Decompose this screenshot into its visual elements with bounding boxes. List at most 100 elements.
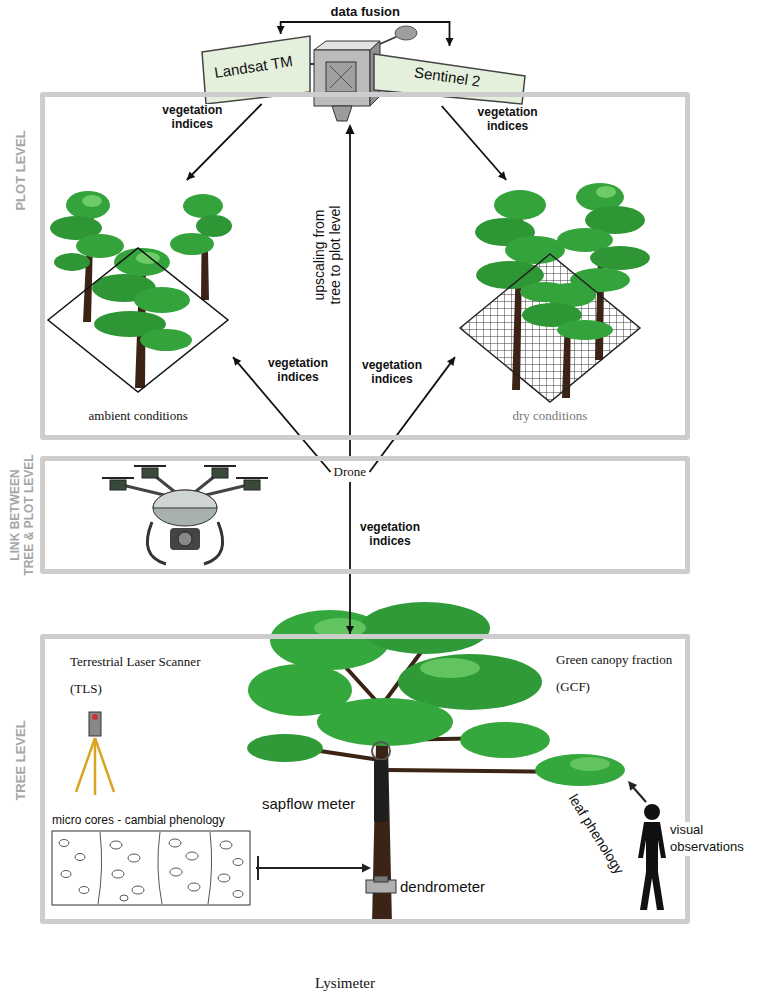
pine-tree — [54, 253, 90, 271]
arrow-head — [447, 357, 455, 366]
satellite-body — [330, 66, 352, 88]
pine-tree — [66, 191, 110, 219]
pine-tree — [114, 248, 170, 276]
edge-label: data fusion — [331, 4, 400, 19]
phenology-arrow — [632, 786, 646, 802]
sapflow-meter — [374, 760, 388, 822]
micro-core-section — [112, 870, 124, 878]
micro-core-section — [233, 891, 243, 898]
micro-core-section — [233, 859, 243, 866]
plot-diamond-outline — [48, 248, 228, 392]
arrow-label: leaf phenology — [565, 791, 627, 877]
level-heading: PLOT LEVEL — [13, 130, 28, 210]
pine-tree — [590, 246, 650, 270]
drone-illustration — [102, 466, 268, 564]
observer-label: visual observations — [670, 822, 750, 856]
study-tree — [570, 757, 610, 771]
sapflow-meter — [372, 742, 390, 760]
edge-label: vegetation indices — [356, 359, 428, 387]
level-heading: LINK BETWEEN TREE & PLOT LEVEL — [8, 453, 36, 577]
laser-scanner — [76, 712, 114, 795]
drone-illustration — [204, 522, 223, 564]
micro-core-section — [110, 841, 122, 849]
drone-illustration — [244, 480, 260, 490]
observer-figure — [644, 804, 660, 820]
phenology-arrow — [628, 781, 646, 802]
drone-illustration — [236, 477, 268, 479]
study-tree — [420, 658, 480, 678]
micro-core-section — [218, 874, 230, 882]
micro-core-section — [220, 841, 232, 849]
micro-core-section — [79, 887, 89, 894]
sample-box: micro cores - cambial phenology — [50, 812, 252, 908]
arrow-head — [498, 171, 506, 180]
drone-illustration — [170, 528, 200, 550]
drone-illustration — [102, 477, 134, 479]
drone-illustration — [142, 468, 158, 478]
study-tree — [360, 602, 490, 654]
study-tree — [317, 698, 453, 746]
micro-core-section — [75, 854, 85, 861]
connector — [346, 482, 354, 634]
satellite-body — [330, 66, 352, 88]
plot-diamond-shape — [455, 180, 660, 426]
level-heading: TREE LEVEL — [13, 720, 28, 800]
sample-label: micro cores - cambial phenology — [52, 813, 225, 827]
pine-tree — [596, 186, 616, 198]
level-panel: LINK BETWEEN TREE & PLOT LEVELDrone — [40, 456, 690, 574]
micro-core-section — [128, 854, 140, 862]
micro-core-section — [98, 832, 212, 904]
level-panel: PLOT LEVELambient conditionsdry conditio… — [40, 92, 690, 440]
study-tree — [247, 602, 625, 924]
study-tree — [247, 734, 323, 762]
instrument-label: sapflow meter — [262, 795, 355, 812]
pine-tree — [134, 287, 190, 313]
pine-tree — [140, 329, 192, 351]
drone-illustration — [110, 480, 126, 490]
observer-figure — [638, 822, 666, 910]
instrument-label: Green canopy fraction (GCF) — [556, 646, 681, 701]
micro-core-section — [120, 895, 128, 901]
edge-label: vegetation indices — [262, 357, 334, 385]
sapflow-meter — [372, 742, 390, 822]
drone-illustration — [153, 490, 217, 526]
pine-tree — [82, 195, 102, 207]
hatched-plot — [460, 254, 640, 402]
arrow-label: upscaling from tree to plot level — [311, 199, 343, 311]
upscaling-arrow — [346, 124, 355, 134]
arrow-head — [346, 626, 354, 634]
plot-label: ambient conditions — [89, 408, 188, 424]
laser-scanner — [76, 738, 95, 792]
micro-core-section — [61, 871, 71, 878]
hatched-plot — [460, 254, 640, 402]
hatched-plot — [460, 254, 640, 402]
arrow-head — [187, 171, 195, 180]
drone-illustration — [134, 465, 166, 467]
dendrometer-band — [374, 876, 388, 882]
lysimeter-label: Lysimeter — [315, 975, 375, 992]
satellite-body — [395, 26, 417, 40]
plot-diamond: ambient conditions — [48, 180, 233, 426]
drone-label: Drone — [334, 464, 367, 480]
arrow-head — [233, 357, 241, 366]
micro-core-section — [186, 852, 198, 860]
arrow-head — [446, 38, 454, 46]
dendrometer-band — [366, 876, 396, 893]
connector-line — [349, 482, 351, 634]
satellite-body — [314, 50, 370, 106]
instrument-label: dendrometer — [400, 878, 485, 895]
edge-label: vegetation indices — [472, 106, 544, 134]
instrument-label: Terrestrial Laser Scanner (TLS) — [70, 648, 220, 703]
plot-diamond: dry conditions — [455, 180, 660, 426]
drone-illustration — [204, 465, 236, 467]
satellite-body — [314, 41, 380, 50]
phenology-arrow — [628, 781, 637, 791]
study-tree — [535, 754, 625, 786]
plot-label: dry conditions — [513, 408, 588, 424]
plot-diamond-outline — [460, 254, 640, 402]
laser-scanner — [95, 738, 114, 792]
satellite-body — [380, 36, 398, 44]
